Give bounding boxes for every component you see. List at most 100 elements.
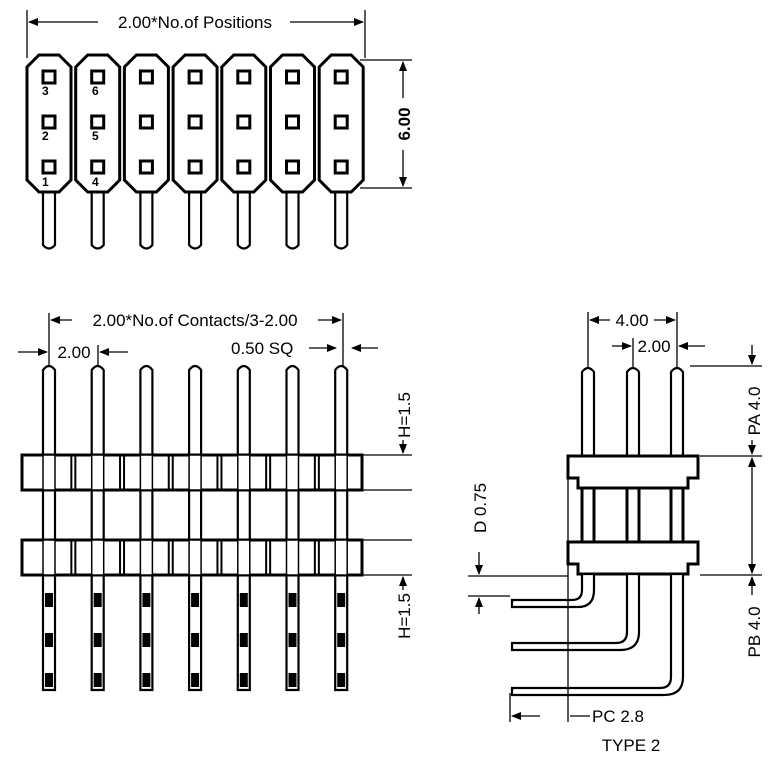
front-pin-segment: [337, 633, 346, 647]
pin-size-label: 0.50 SQ: [231, 339, 293, 358]
height-top-label: H=1.5: [395, 392, 414, 438]
top-contact: [187, 69, 203, 85]
pin-number-4: 4: [92, 175, 99, 189]
front-pin-segment: [191, 633, 200, 647]
top-contact: [285, 114, 300, 130]
top-contact: [41, 159, 57, 175]
front-pin-segment: [239, 633, 248, 647]
front-pin: [236, 364, 251, 692]
top-contact: [187, 114, 203, 130]
front-pitch-label: 2.00: [57, 343, 90, 362]
front-pin-segment: [288, 593, 297, 607]
top-contact: [90, 69, 106, 85]
front-pin-through: [188, 539, 202, 576]
top-pin-tail: [334, 188, 349, 250]
front-pin-through: [42, 539, 56, 576]
pb-label: PB 4.0: [745, 606, 764, 657]
side-pin-top-3: [669, 366, 685, 458]
pa-label: PA 4.0: [745, 387, 764, 436]
front-pin-segment: [45, 673, 53, 687]
front-pin: [90, 364, 105, 692]
top-contact: [138, 114, 154, 130]
front-pin: [285, 364, 300, 692]
top-pin-tail: [139, 188, 154, 250]
top-view: 2.00*No.of Positions 6.00 3 2 1 6 5 4: [25, 10, 414, 250]
side-housing-upper: [566, 454, 700, 490]
top-contact: [333, 159, 349, 175]
front-pin: [41, 364, 57, 692]
side-pitch-label: 2.00: [637, 337, 670, 356]
front-pin-through: [42, 454, 56, 491]
pc-label: PC 2.8: [592, 707, 644, 726]
top-contact: [236, 159, 252, 175]
top-contact: [333, 114, 349, 130]
top-pin-tail: [285, 188, 300, 250]
front-pin-segment: [45, 593, 53, 607]
top-contact: [285, 69, 300, 85]
front-pin-through: [237, 539, 251, 576]
top-contact: [187, 159, 203, 175]
front-view: 2.00*No.of Contacts/3-2.00 2.00 0.50 SQ …: [18, 311, 414, 692]
pin-number-3: 3: [42, 84, 49, 98]
front-pin-through: [334, 454, 348, 491]
top-contact: [138, 159, 154, 175]
front-pin-segment: [239, 673, 248, 687]
side-housing-lower: [566, 540, 700, 576]
top-housing: [25, 53, 365, 250]
front-pin-segment: [191, 593, 200, 607]
height-bottom-label: H=1.5: [395, 593, 414, 639]
front-pin-through: [285, 454, 300, 491]
top-contact: [41, 69, 57, 85]
top-pin-tail: [41, 188, 57, 250]
front-pin-segment: [191, 673, 200, 687]
top-pin-tail: [236, 188, 251, 250]
front-pin-through: [237, 454, 251, 491]
side-bent-pin-2: [510, 572, 641, 652]
type-label: TYPE 2: [602, 736, 661, 755]
front-pin-segment: [45, 633, 53, 647]
pin-number-5: 5: [92, 129, 99, 143]
top-pin-tail: [90, 188, 105, 250]
top-contact: [90, 159, 106, 175]
top-contact: [236, 69, 252, 85]
top-contact: [285, 159, 300, 175]
front-pin-segment: [93, 673, 102, 687]
top-pin-tail: [188, 188, 203, 250]
top-contact: [41, 114, 57, 130]
side-bent-pin-3: [510, 572, 685, 697]
top-contact: [90, 114, 106, 130]
pin-number-1: 1: [42, 175, 49, 189]
top-contact: [236, 114, 252, 130]
top-contact: [333, 69, 349, 85]
pin-number-6: 6: [92, 84, 99, 98]
front-pin-segment: [93, 633, 102, 647]
front-pin-segment: [288, 633, 297, 647]
front-pin-segment: [239, 593, 248, 607]
front-pin-segment: [142, 633, 151, 647]
front-pin-through: [188, 454, 202, 491]
front-pin-through: [139, 454, 154, 491]
side-pin-top-2: [625, 366, 641, 458]
front-pin-segment: [142, 593, 151, 607]
front-pin-through: [334, 539, 348, 576]
side-view: 4.00 2.00 PA 4.0 PB: [468, 311, 764, 755]
front-pin-segment: [142, 673, 151, 687]
front-pin-segment: [93, 593, 102, 607]
pin-number-2: 2: [42, 129, 49, 143]
front-pin-through: [90, 539, 105, 576]
side-pin-top-1: [580, 366, 596, 458]
front-width-label: 2.00*No.of Contacts/3-2.00: [92, 311, 297, 330]
front-pin-through: [139, 539, 154, 576]
top-contact: [138, 69, 154, 85]
front-pins: [41, 364, 349, 692]
front-pin: [188, 364, 203, 692]
d-label: D 0.75: [471, 483, 490, 533]
side-bent-pin-1: [510, 572, 596, 609]
front-pin-through: [90, 454, 105, 491]
front-pin-segment: [288, 673, 297, 687]
front-pin: [334, 364, 349, 692]
front-pin-segment: [337, 673, 346, 687]
side-span-label: 4.00: [615, 311, 648, 330]
front-pin-through: [285, 539, 300, 576]
